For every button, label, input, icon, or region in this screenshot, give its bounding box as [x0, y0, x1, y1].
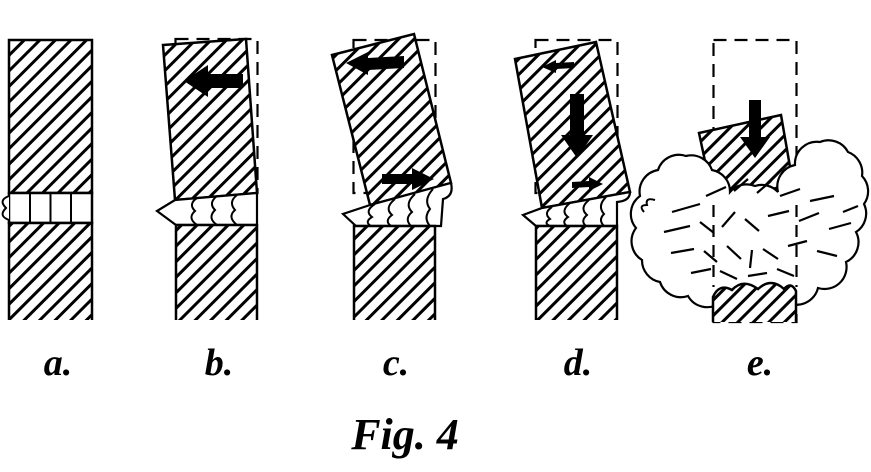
panel-b-drawing — [155, 37, 259, 320]
upper-block — [7, 38, 94, 195]
left-arrow-icon — [346, 52, 404, 75]
right-arrow-icon — [572, 177, 603, 191]
panel-c-drawing — [330, 32, 453, 320]
panel-a-drawing — [1, 38, 94, 320]
figure-4-drawing — [1, 32, 870, 324]
panel-label-b: b. — [204, 342, 234, 384]
joint-band-dividers — [366, 188, 434, 227]
figure-caption: Fig. 4 — [351, 410, 459, 459]
lower-column — [7, 221, 94, 320]
panel-label-d: d. — [563, 342, 593, 384]
tilted-upper-block — [161, 37, 259, 202]
band-left-notch — [1, 195, 10, 221]
panel-label-c: c. — [382, 342, 410, 384]
lower-column — [711, 281, 798, 322]
lower-column — [534, 224, 619, 320]
lower-column — [174, 223, 259, 320]
left-arrow-icon — [184, 65, 243, 97]
joint-band-dividers — [190, 194, 238, 226]
down-arrow-icon — [561, 94, 593, 158]
panel-d-drawing — [513, 38, 632, 320]
down-arrow-icon — [740, 100, 770, 158]
panel-e-drawing — [629, 38, 870, 324]
cloud-squiggle — [640, 198, 656, 213]
joint-band-dividers — [29, 193, 72, 223]
outline-through-cloud — [712, 205, 798, 287]
deformed-joint-band — [155, 191, 259, 227]
lower-column — [352, 224, 437, 320]
rubble-marks — [663, 178, 859, 280]
left-arrow-icon — [542, 60, 574, 73]
panel-label-a: a. — [43, 342, 73, 384]
right-arrow-icon — [382, 168, 434, 190]
joint-band-dividers — [545, 196, 607, 227]
panel-label-e: e. — [746, 342, 774, 384]
